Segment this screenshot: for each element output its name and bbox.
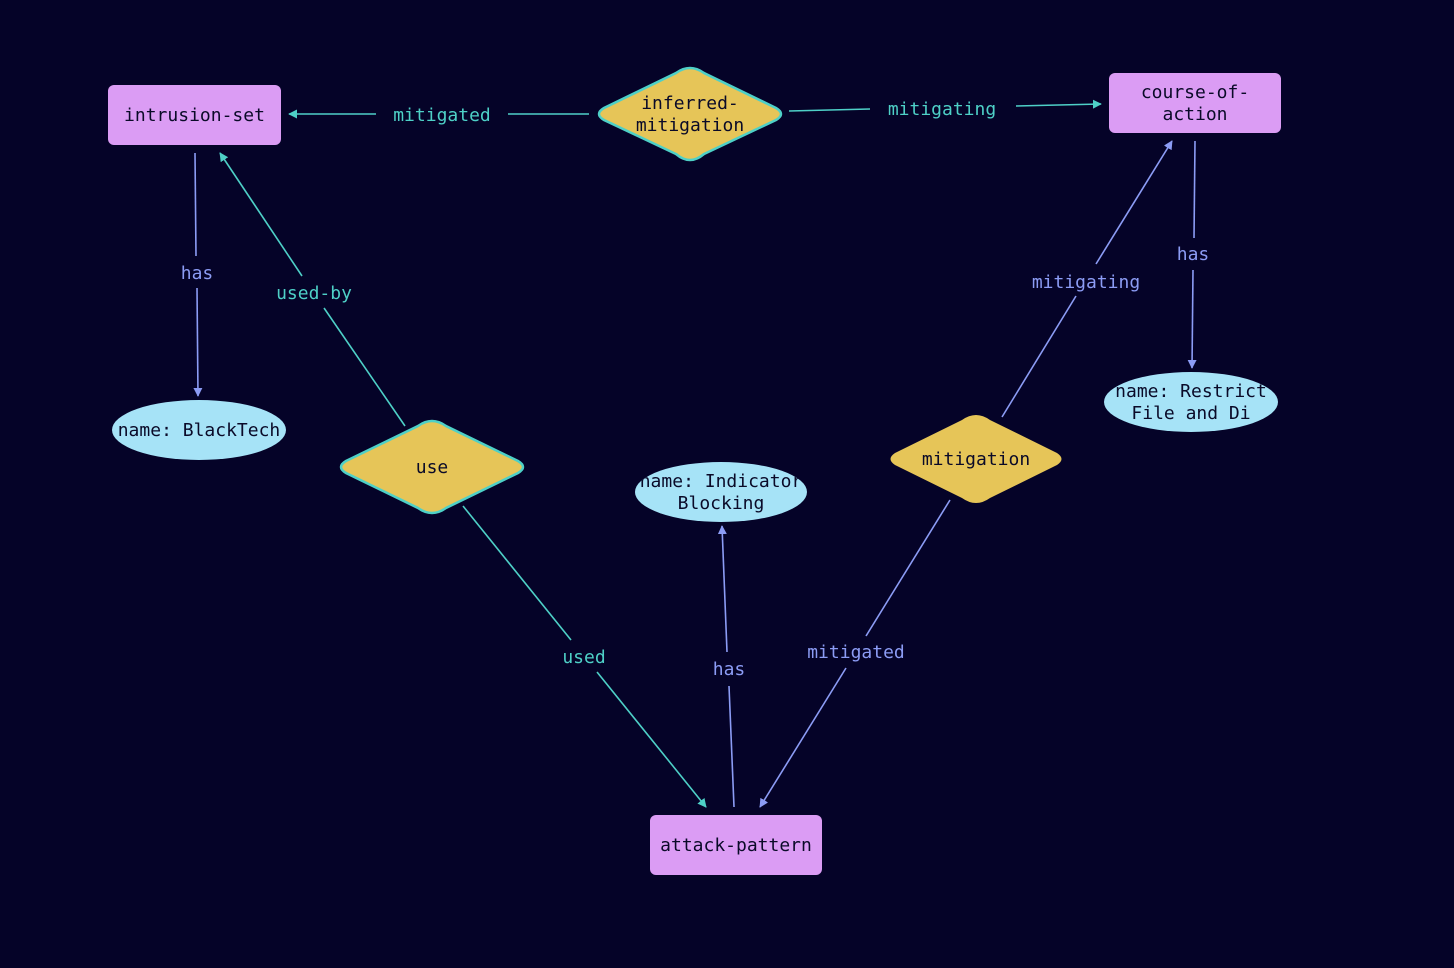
edge-label-has: has <box>181 263 214 284</box>
edge-mitigation-to-course-of-action: mitigating <box>1001 140 1173 418</box>
edge-label-has: has <box>713 659 746 680</box>
edge-label-used: used <box>562 647 605 668</box>
node-label-line: name: Indicator <box>640 471 803 492</box>
node-label-line: mitigation <box>922 449 1030 470</box>
edge-inferred-mitigation-to-course-of-action: mitigating <box>788 99 1102 120</box>
node-intrusion-set[interactable]: intrusion-set <box>108 85 281 145</box>
node-label: course-of-action <box>1141 82 1249 125</box>
node-course-of-action[interactable]: course-of-action <box>1109 73 1281 133</box>
edge-mitigation-to-attack-pattern: mitigated <box>759 499 951 808</box>
node-label-line: Blocking <box>678 493 765 514</box>
node-label-line: name: Restrict <box>1115 381 1267 402</box>
node-label: name: BlackTech <box>118 420 281 441</box>
node-label: attack-pattern <box>660 835 812 856</box>
edge-intrusion-set-has-name: has <box>181 152 214 397</box>
node-label-line: attack-pattern <box>660 835 812 856</box>
edge-attack-pattern-has-name: has <box>713 525 746 808</box>
node-label-line: inferred- <box>641 93 739 114</box>
node-label: use <box>416 457 449 478</box>
edge-label-mitigated: mitigated <box>393 105 491 126</box>
node-label-line: action <box>1162 104 1227 125</box>
node-label: inferred-mitigation <box>636 93 744 136</box>
node-label-line: mitigation <box>636 115 744 136</box>
edge-use-to-intrusion-set: used-by <box>219 152 406 427</box>
node-label-line: course-of- <box>1141 82 1249 103</box>
node-attack-pattern[interactable]: attack-pattern <box>650 815 822 875</box>
edge-use-to-attack-pattern: used <box>462 505 707 808</box>
node-inferred-mitigation[interactable]: inferred-mitigation <box>597 66 783 162</box>
node-mitigation[interactable]: mitigation <box>890 415 1062 503</box>
node-label-line: name: BlackTech <box>118 420 281 441</box>
node-name-blacktech[interactable]: name: BlackTech <box>112 400 286 460</box>
edge-label-mitigating: mitigating <box>888 99 996 120</box>
node-label-line: intrusion-set <box>124 105 265 126</box>
edge-course-of-action-has-name: has <box>1177 140 1210 369</box>
edge-label-mitigated: mitigated <box>807 642 905 663</box>
node-label: intrusion-set <box>124 105 265 126</box>
node-label-line: File and Di <box>1131 403 1250 424</box>
edge-label-has: has <box>1177 244 1210 265</box>
edge-inferred-mitigation-to-intrusion-set: mitigated <box>288 105 589 126</box>
edge-label-mitigating: mitigating <box>1032 272 1140 293</box>
node-label-line: use <box>416 457 449 478</box>
node-label: mitigation <box>922 449 1030 470</box>
node-use[interactable]: use <box>339 419 525 515</box>
edge-label-used-by: used-by <box>276 283 352 304</box>
